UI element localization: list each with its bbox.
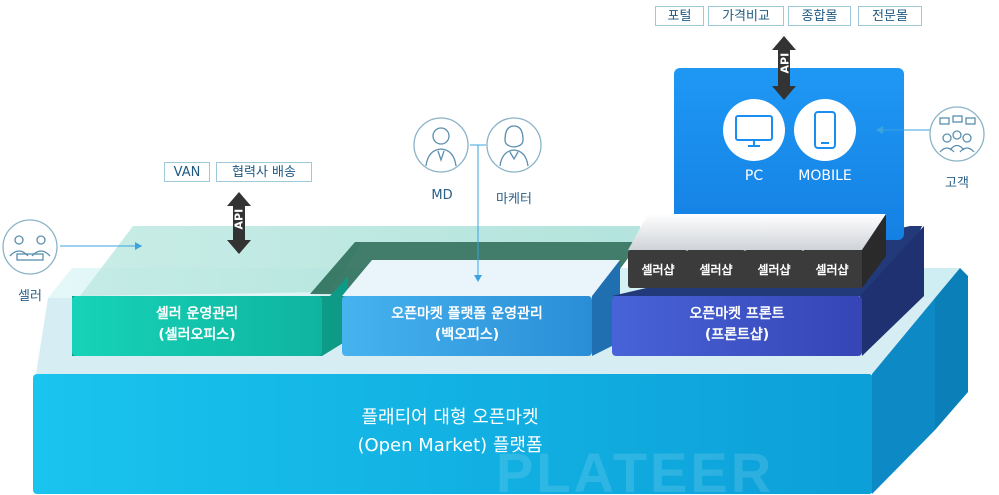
api-label-top: API [778, 52, 792, 74]
monitor-icon [735, 115, 773, 147]
seller-shop-block [802, 214, 886, 288]
pc-label: PC [744, 168, 764, 184]
seller-shop-label: 셀러샵 [815, 263, 849, 277]
seller-ops-title: 셀러 운영관리 (셀러오피스) [72, 304, 322, 346]
tag-van: VAN [164, 162, 210, 182]
module-rail [80, 226, 640, 296]
pc-circle [723, 99, 785, 161]
api-arrow-top [772, 36, 796, 100]
customer-label: 고객 [945, 176, 969, 191]
front-title: 오픈마켓 프론트 (프론트샵) [612, 304, 862, 346]
base-front [33, 374, 873, 494]
md-label: MD [431, 188, 453, 203]
api-label-left: API [232, 208, 246, 230]
front-line1: 오픈마켓 프론트 [689, 306, 785, 322]
marketer-label: 마케터 [496, 192, 532, 207]
front-line2: (프론트샵) [704, 327, 770, 343]
platform-ops-module [342, 296, 592, 356]
marketer-person-icon [486, 117, 542, 173]
md-person-icon [413, 117, 469, 173]
seller-ops-line2: (셀러오피스) [158, 327, 236, 343]
tag-portal: 포털 [655, 6, 704, 26]
customer-group-icon [929, 106, 985, 162]
seller-shop-blocks [628, 214, 886, 288]
api-arrow-left [227, 192, 251, 254]
platform-ops-title: 오픈마켓 플랫폼 운영관리 (백오피스) [342, 304, 592, 346]
base-line2: (Open Market) 플랫폼 [357, 435, 543, 456]
mobile-label: MOBILE [798, 168, 852, 184]
base-line1: 플래티어 대형 오픈마켓 [361, 407, 539, 428]
tag-general-mall: 종합몰 [788, 6, 851, 26]
mobile-circle [794, 99, 856, 161]
platform-ops-line1: 오픈마켓 플랫폼 운영관리 [391, 306, 543, 322]
seller-ops-module [72, 296, 322, 356]
tag-specialty-mall: 전문몰 [858, 6, 922, 26]
smartphone-icon [814, 111, 836, 149]
base-right-face [935, 268, 968, 430]
seller-shop-label: 셀러샵 [757, 263, 791, 277]
platform-ops-top [342, 260, 620, 296]
tag-price-compare: 가격비교 [708, 6, 784, 26]
seller-shop-label: 셀러샵 [699, 263, 733, 277]
seller-people-icon [2, 219, 58, 275]
tag-partner-delivery: 협력사 배송 [216, 162, 312, 182]
base-watermark: PLATEER [496, 441, 774, 495]
seller-ops-line1: 셀러 운영관리 [155, 306, 239, 322]
front-module [612, 296, 862, 356]
seller-label: 셀러 [18, 289, 42, 304]
seller-shop-label: 셀러샵 [641, 263, 675, 277]
base-title: 플래티어 대형 오픈마켓 (Open Market) 플랫폼 [270, 404, 630, 460]
platform-ops-line2: (백오피스) [434, 327, 500, 343]
